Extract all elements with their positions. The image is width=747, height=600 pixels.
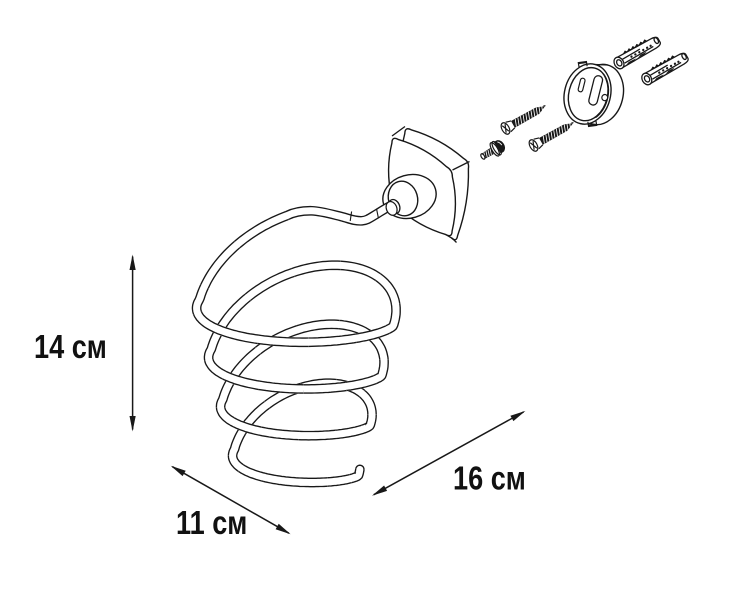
svg-text:11 см: 11 см [176,504,247,541]
svg-text:16 см: 16 см [453,460,526,497]
svg-text:14 см: 14 см [34,328,107,365]
